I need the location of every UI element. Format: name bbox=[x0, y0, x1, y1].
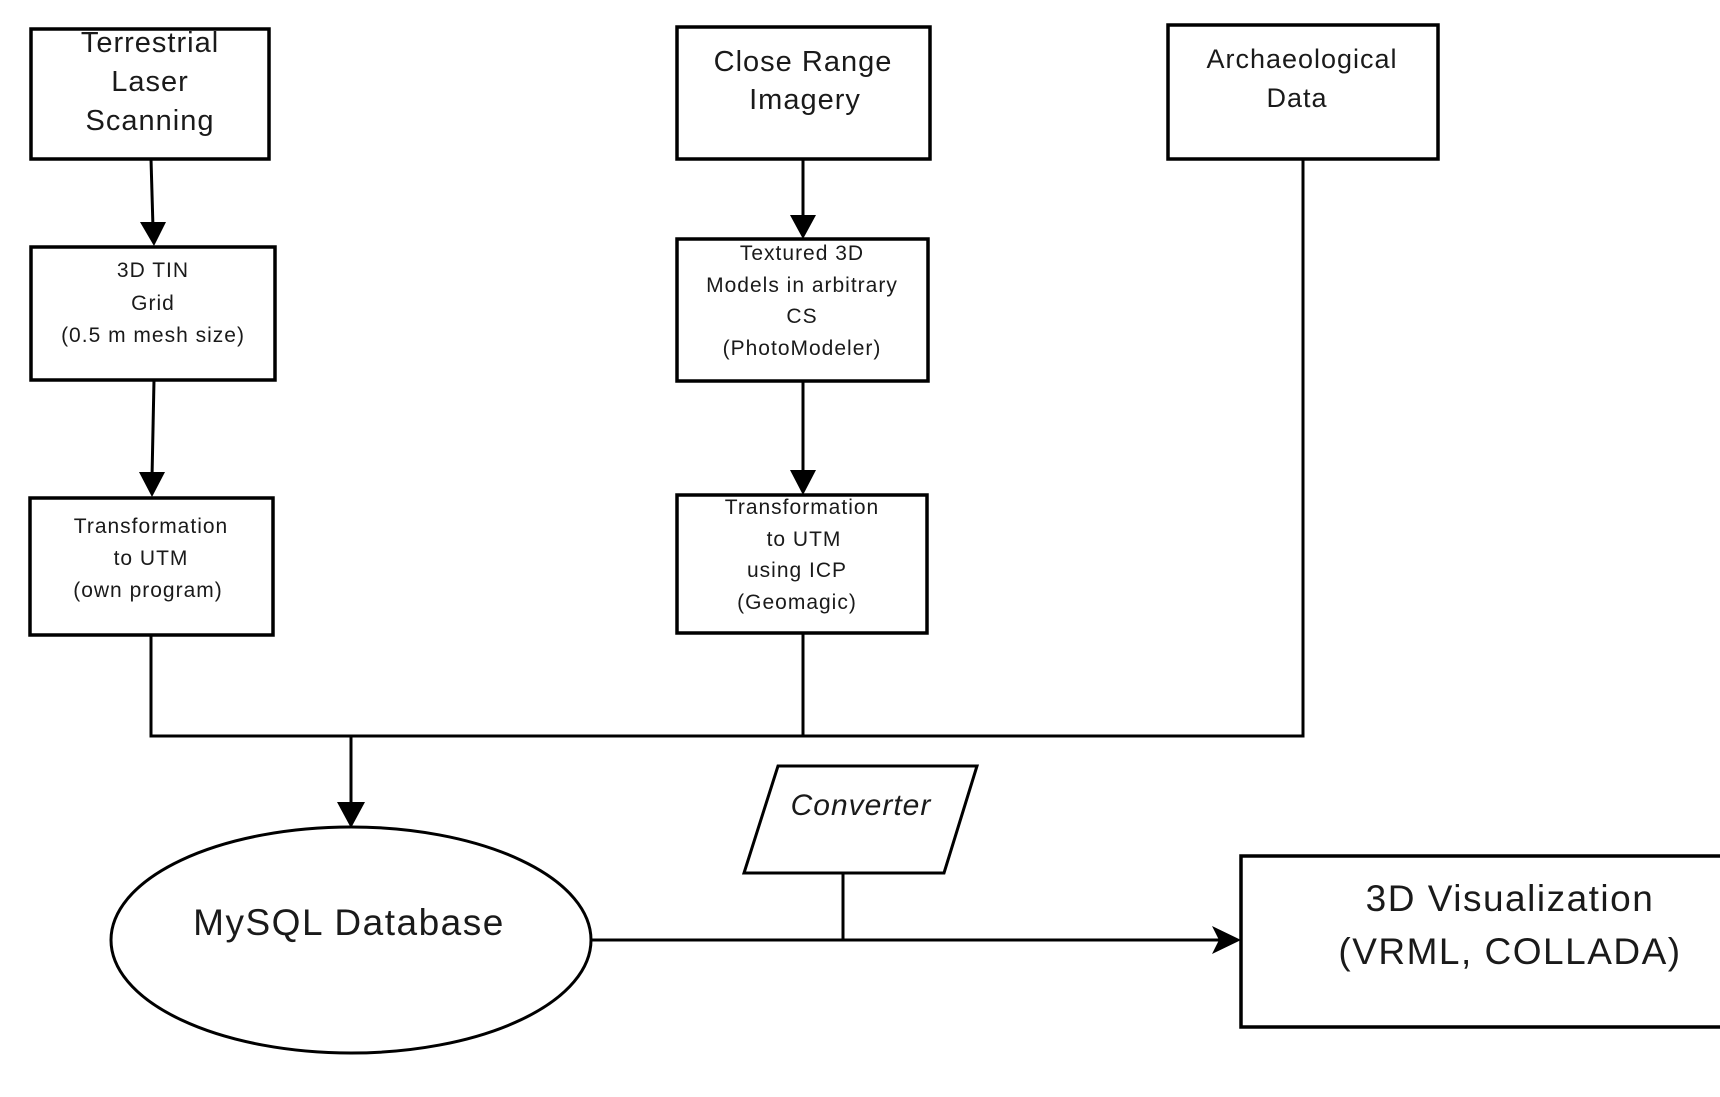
node-label-line: Imagery bbox=[749, 84, 861, 116]
node-terrestrial-laser-scanning: Terrestrial Laser Scanning bbox=[29, 27, 271, 161]
node-3d-tin-grid: 3D TIN Grid (0.5 m mesh size) bbox=[29, 245, 277, 382]
edge-bus-to-mysql bbox=[337, 736, 365, 828]
node-label-line: Terrestrial bbox=[81, 27, 219, 59]
node-label-line: (Geomagic) bbox=[737, 591, 857, 614]
node-label-line: using ICP bbox=[747, 559, 847, 582]
node-mysql-database: MySQL Database bbox=[109, 825, 593, 1055]
node-transformation-icp: Transformation to UTM using ICP (Geomagi… bbox=[675, 493, 929, 635]
node-label-line: (VRML, COLLADA) bbox=[1338, 931, 1681, 972]
node-converter: Converter bbox=[741, 764, 980, 875]
node-3d-visualization: 3D Visualization (VRML, COLLADA) bbox=[1239, 854, 1720, 1029]
arrowhead-icon bbox=[337, 802, 365, 828]
node-label-line: (0.5 m mesh size) bbox=[61, 324, 245, 347]
node-label-line: Transformation bbox=[725, 496, 879, 519]
node-label-line: (PhotoModeler) bbox=[723, 337, 882, 360]
node-label-line: CS bbox=[786, 305, 817, 328]
node-label-line: Textured 3D bbox=[740, 242, 864, 265]
node-label-line: MySQL Database bbox=[193, 902, 505, 943]
node-label-line: (own program) bbox=[73, 579, 223, 602]
arrowhead-icon bbox=[790, 215, 816, 239]
node-archaeological-data: Archaeological Data bbox=[1166, 23, 1440, 161]
node-transformation-own-program: Transformation to UTM (own program) bbox=[28, 496, 275, 637]
arrowhead-icon bbox=[1212, 926, 1241, 954]
arrowhead-icon bbox=[140, 222, 166, 246]
node-label-line: Archaeological bbox=[1206, 44, 1397, 74]
node-label-line: Laser bbox=[111, 66, 189, 98]
node-label-line: 3D Visualization bbox=[1366, 878, 1655, 919]
edge-tls-to-tin bbox=[140, 158, 166, 246]
node-label-line: Models in arbitrary bbox=[706, 274, 898, 297]
node-label-line: Converter bbox=[791, 789, 932, 822]
node-label-line: to UTM bbox=[767, 528, 842, 551]
node-label-line: Grid bbox=[131, 292, 175, 315]
node-label-line: 3D TIN bbox=[117, 259, 189, 282]
node-label-line: Scanning bbox=[86, 105, 215, 137]
edge-textured-to-transform-icp bbox=[790, 381, 816, 495]
arrowhead-icon bbox=[790, 470, 816, 495]
node-label-line: Close Range bbox=[714, 46, 893, 78]
node-label-line: Data bbox=[1266, 83, 1327, 113]
node-label-line: to UTM bbox=[114, 547, 189, 570]
edge-close-range-to-textured bbox=[790, 159, 816, 239]
node-label-line: Transformation bbox=[74, 515, 228, 538]
edge-merge-bus bbox=[149, 159, 1305, 738]
arrowhead-icon bbox=[139, 472, 165, 497]
node-textured-3d-models: Textured 3D Models in arbitrary CS (Phot… bbox=[675, 237, 930, 383]
edge-mysql-to-visualization bbox=[591, 873, 1241, 954]
node-close-range-imagery: Close Range Imagery bbox=[675, 25, 932, 161]
edge-tin-to-transform-own bbox=[139, 379, 165, 497]
